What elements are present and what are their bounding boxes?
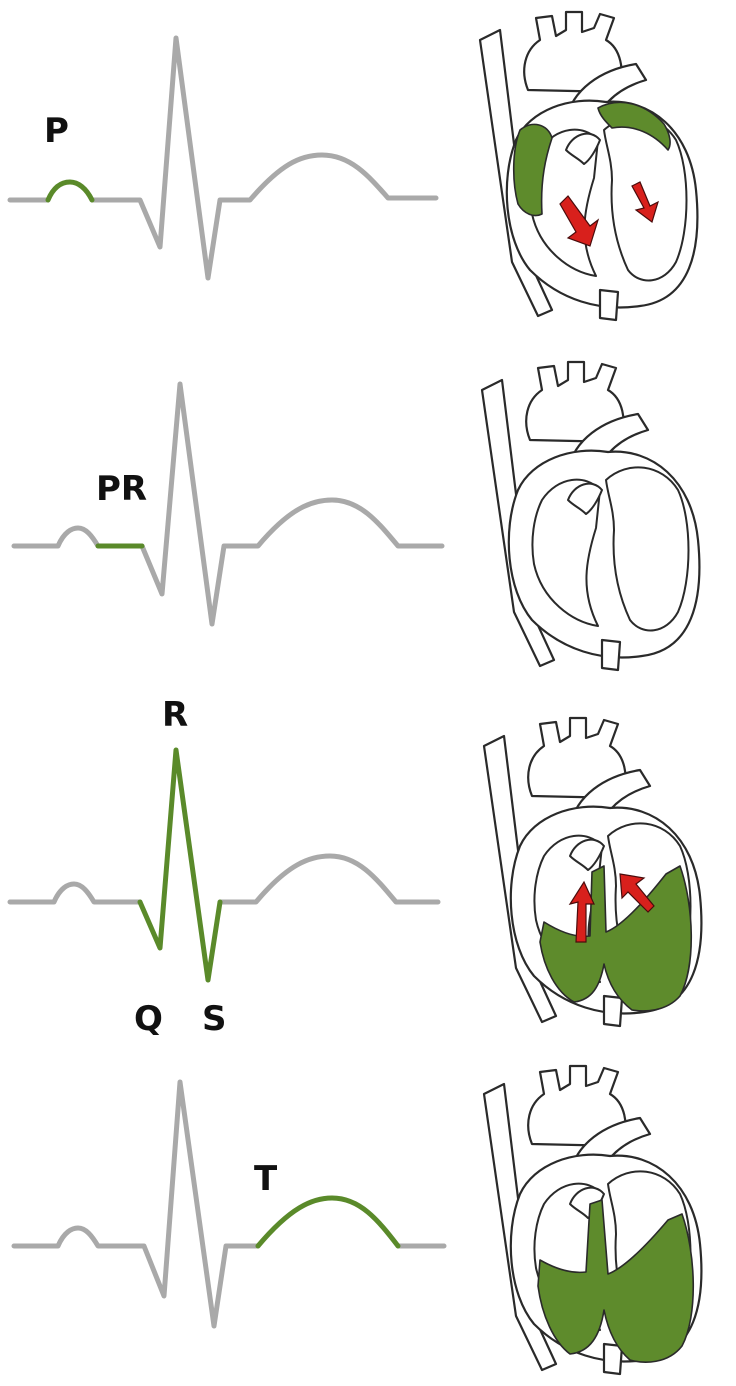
left-atrium-highlight — [597, 101, 671, 151]
p-wave-segment — [45, 179, 95, 203]
ecg-trace — [11, 1079, 447, 1329]
label-r: R — [162, 695, 188, 735]
up-arrow-left — [619, 873, 655, 913]
label-p: P — [44, 111, 69, 151]
label-q: Q — [134, 999, 163, 1039]
heart-diagram-qrs — [482, 716, 703, 1028]
label-pr: PR — [96, 469, 147, 509]
ecg-trace — [11, 381, 445, 627]
right-atrium-highlight — [512, 123, 553, 217]
label-s: S — [202, 999, 227, 1039]
panel-t-wave: T — [11, 1064, 703, 1376]
t-wave-segment — [255, 1195, 401, 1249]
up-arrow-right — [568, 880, 595, 943]
down-arrow-right — [559, 195, 600, 247]
down-arrow-left — [631, 181, 659, 223]
heart-diagram-p — [478, 10, 699, 322]
qrs-segment — [137, 747, 223, 983]
ecg-trace — [7, 853, 441, 905]
ventricle-highlight — [537, 1199, 695, 1363]
panel-pr-segment: PR — [11, 360, 701, 672]
heart-diagram-pr — [480, 360, 701, 672]
label-t: T — [254, 1159, 278, 1199]
ecg-trace — [7, 35, 439, 281]
heart-diagram-t — [482, 1064, 703, 1376]
panel-qrs-complex: R Q S — [7, 695, 703, 1039]
panel-p-wave: P — [7, 10, 699, 322]
ventricle-highlight — [539, 865, 693, 1012]
